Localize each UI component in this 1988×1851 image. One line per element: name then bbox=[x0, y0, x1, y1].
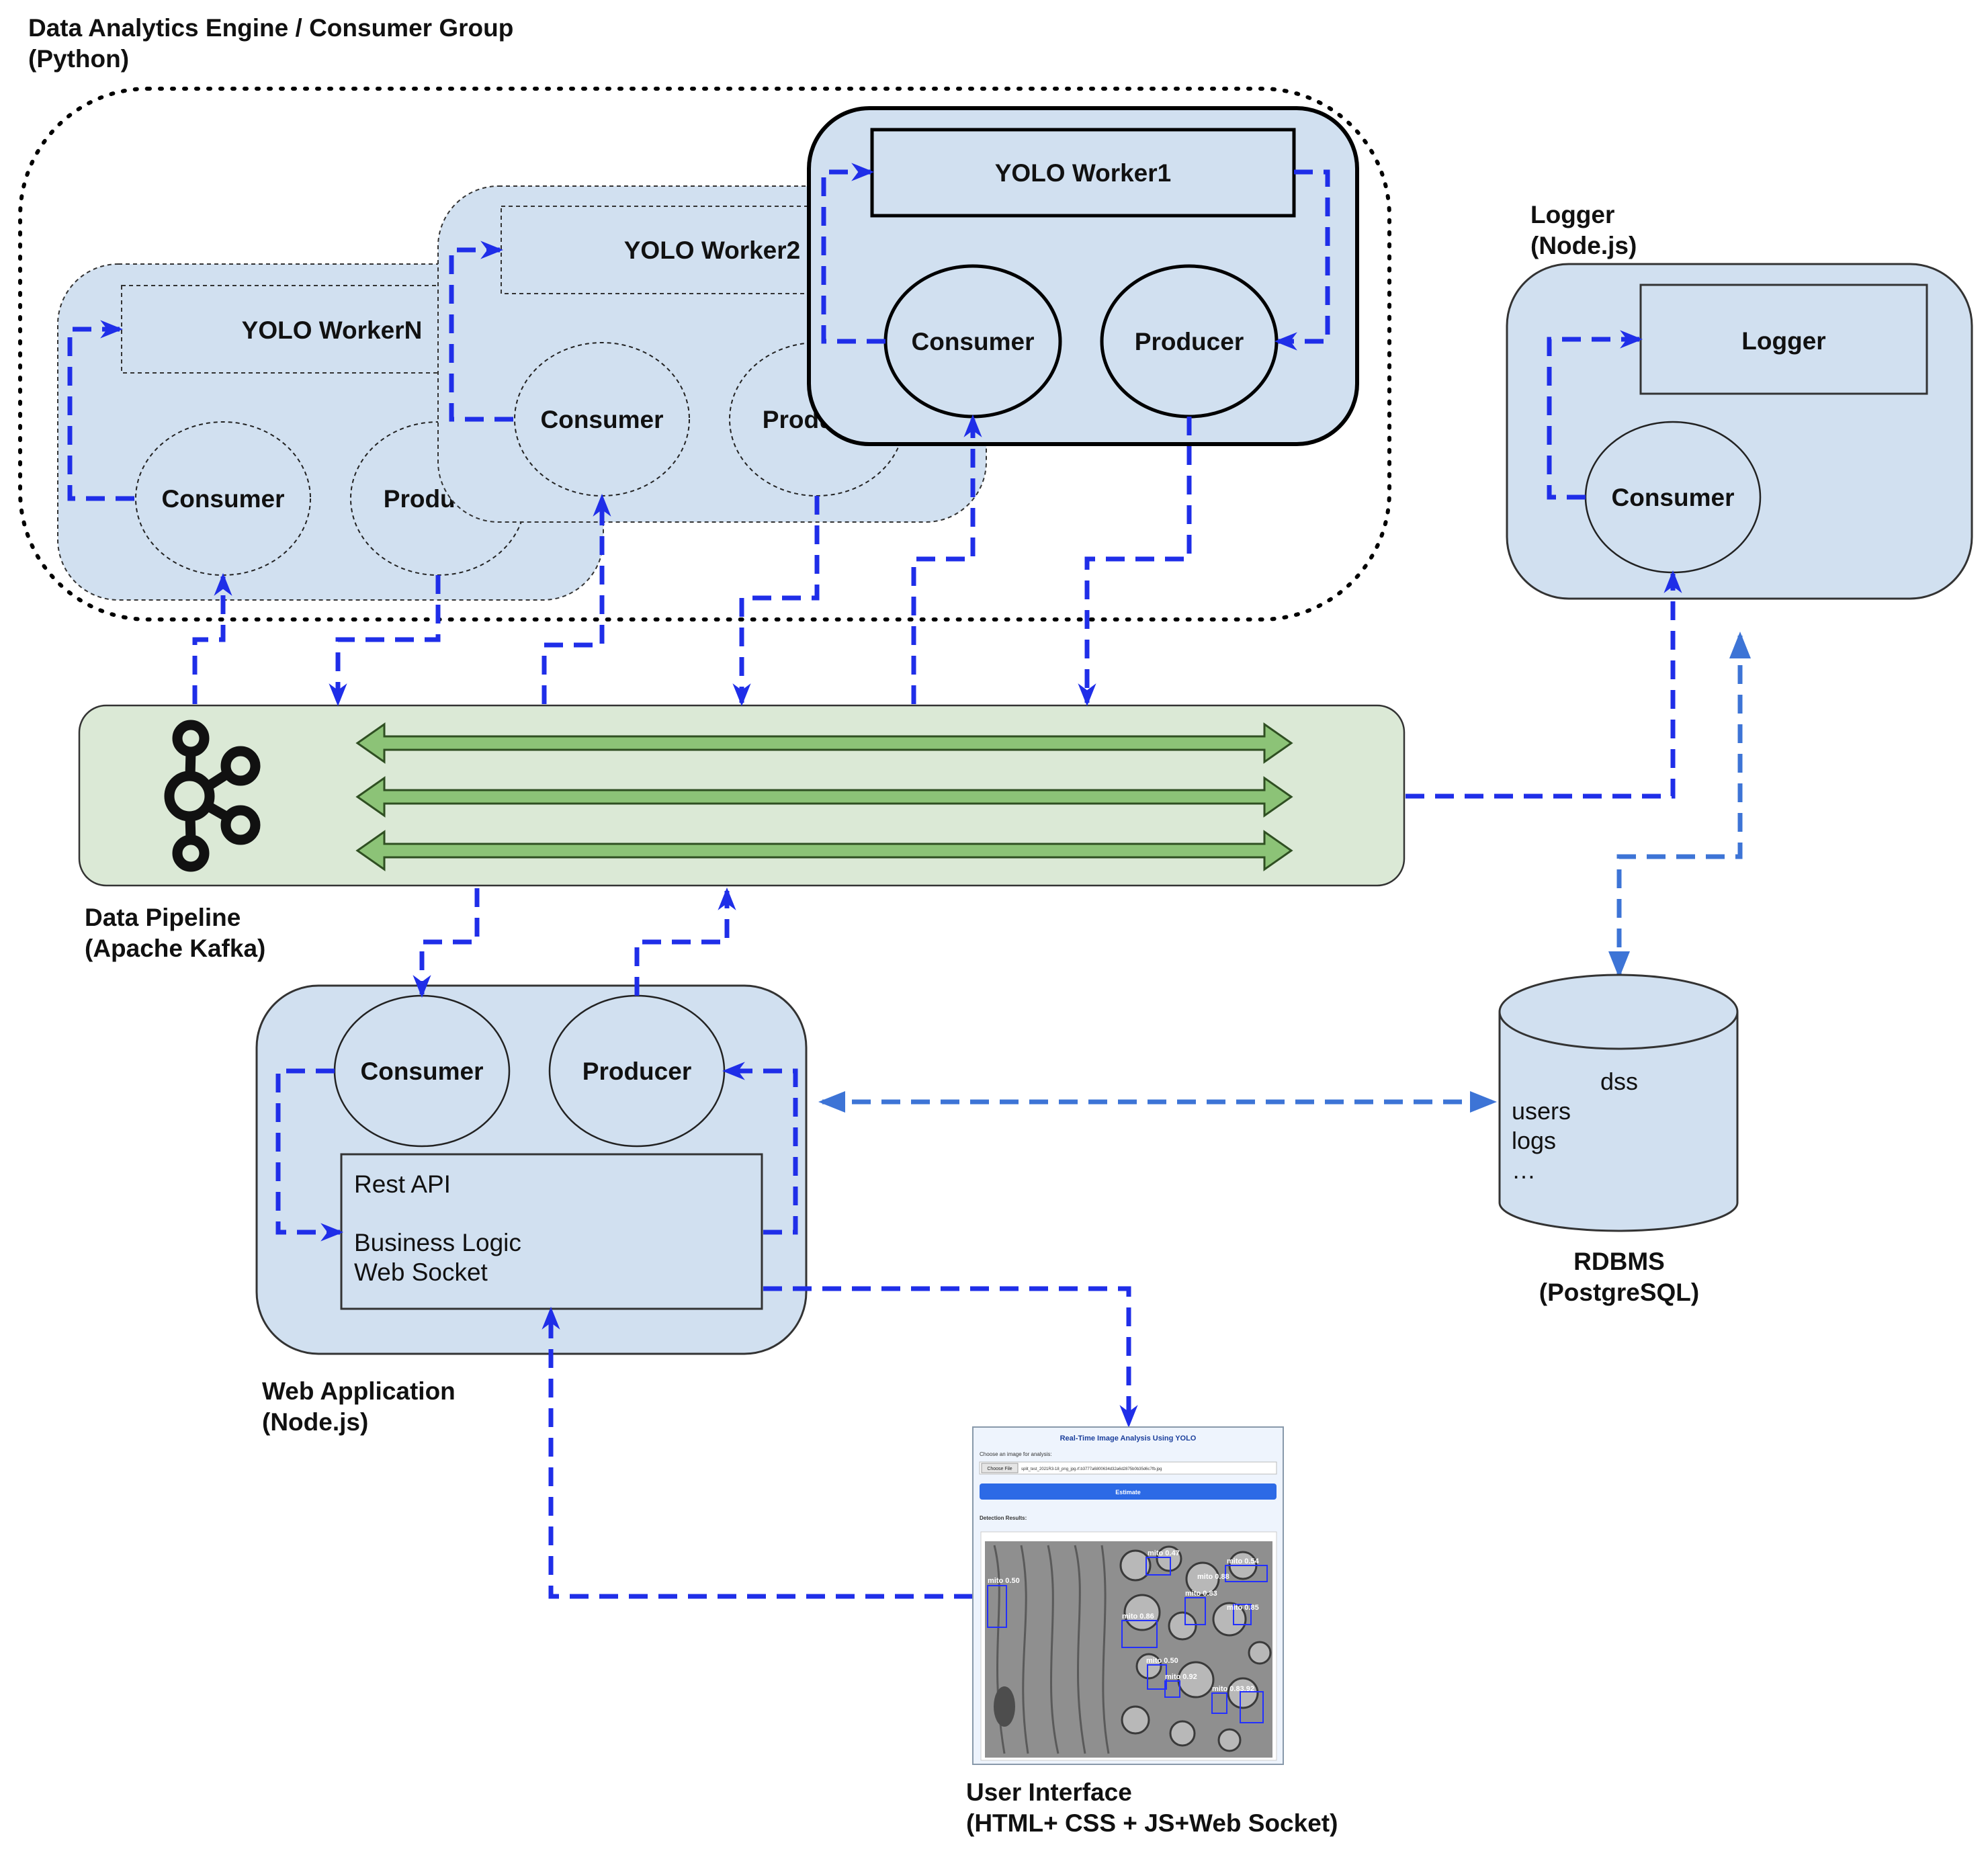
webapp-title: Web Application bbox=[262, 1377, 456, 1405]
ui-screenshot-choose-label: Choose an image for analysis: bbox=[980, 1451, 1052, 1457]
kafka-to-worker-1-consumer-flow bbox=[911, 414, 982, 704]
worker-2-title: YOLO Worker2 bbox=[624, 236, 801, 264]
ui-screenshot-estimate-button bbox=[980, 1483, 1277, 1500]
detection-label: mito 0.47 bbox=[1148, 1549, 1180, 1557]
database-table-3: … bbox=[1512, 1156, 1536, 1184]
ui-subtitle: (HTML+ CSS + JS+Web Socket) bbox=[966, 1809, 1338, 1837]
webapp-producer-to-kafka-flow bbox=[634, 887, 736, 996]
worker-1-yolo-to-producer-flow bbox=[1274, 169, 1330, 351]
webapp-consumer-to-api-flow bbox=[275, 1068, 344, 1242]
ui-screenshot-file-input bbox=[979, 1461, 1277, 1475]
webapp-api-line-3: Web Socket bbox=[354, 1258, 488, 1286]
logger-title: Logger bbox=[1530, 201, 1614, 228]
worker-n-title: YOLO WorkerN bbox=[242, 316, 423, 344]
database-table-1: users bbox=[1512, 1097, 1571, 1125]
worker-1-producer-to-kafka-flow bbox=[1078, 417, 1192, 707]
worker-1-consumer-label: Consumer bbox=[912, 328, 1035, 355]
worker-1-card: YOLO Worker1 Consumer Producer bbox=[807, 106, 1359, 446]
topic-arrow-3 bbox=[355, 830, 1293, 871]
ui-to-webapp-flow bbox=[542, 1306, 973, 1599]
detection-label: mito 0.88 bbox=[1197, 1573, 1229, 1581]
kafka-to-logger-flow bbox=[1406, 570, 1682, 799]
database-cylinder: dss users logs … bbox=[1498, 974, 1739, 1232]
detection-label: mito 0.83 bbox=[1185, 1590, 1217, 1598]
ui-screenshot-file-name: split_test_2021R3-18_png_jpg.rf.b3777a68… bbox=[1021, 1467, 1162, 1471]
detection-label: mito 0.86 bbox=[1122, 1612, 1154, 1621]
microscopy-image bbox=[985, 1541, 1272, 1758]
ui-screenshot-heading: Real-Time Image Analysis Using YOLO bbox=[1060, 1434, 1197, 1443]
logger-card: Logger Consumer bbox=[1506, 263, 1973, 600]
engine-group-subtitle: (Python) bbox=[28, 45, 129, 73]
detection-label: mito 0.50 bbox=[1146, 1657, 1178, 1665]
kafka-logo-icon bbox=[164, 720, 261, 872]
detection-label: mito 0.92 bbox=[1165, 1673, 1197, 1681]
logger-internal-flow bbox=[1547, 330, 1643, 500]
webapp-api-box bbox=[340, 1153, 763, 1310]
detection-label: mito 0.50 bbox=[988, 1577, 1020, 1585]
logger-consumer-label: Consumer bbox=[1612, 484, 1735, 511]
webapp-card: Consumer Producer Rest API Business Logi… bbox=[255, 984, 808, 1355]
kafka-topic-arrows bbox=[355, 722, 1293, 871]
database-name: dss bbox=[1600, 1068, 1638, 1095]
ui-screenshot-results-label: Detection Results: bbox=[980, 1515, 1027, 1521]
database-title: RDBMS bbox=[1573, 1248, 1665, 1275]
worker-2-consumer-label: Consumer bbox=[541, 406, 664, 433]
detection-boxes bbox=[987, 1557, 1268, 1723]
logger-db-flow bbox=[1608, 632, 1751, 978]
detection-label: mito 0.85 bbox=[1227, 1604, 1259, 1612]
logger-subtitle: (Node.js) bbox=[1530, 232, 1637, 259]
webapp-api-line-2: Business Logic bbox=[354, 1229, 521, 1256]
pipeline-title: Data Pipeline bbox=[85, 904, 241, 931]
ui-screenshot: Real-Time Image Analysis Using YOLO Choo… bbox=[972, 1426, 1284, 1765]
ui-title: User Interface bbox=[966, 1778, 1132, 1806]
detection-label: mito 0.54 bbox=[1227, 1557, 1260, 1565]
pipeline-subtitle: (Apache Kafka) bbox=[85, 935, 265, 962]
logger-box-label: Logger bbox=[1741, 327, 1825, 355]
webapp-consumer-label: Consumer bbox=[361, 1058, 484, 1085]
database-table-2: logs bbox=[1512, 1127, 1556, 1154]
ui-screenshot-estimate-label: Estimate bbox=[1115, 1489, 1141, 1496]
webapp-producer-label: Producer bbox=[582, 1058, 691, 1085]
kafka-to-webapp-consumer-flow bbox=[413, 888, 480, 998]
engine-group-title: Data Analytics Engine / Consumer Group bbox=[28, 14, 513, 42]
worker-n-consumer-label: Consumer bbox=[162, 485, 285, 513]
webapp-subtitle: (Node.js) bbox=[262, 1408, 368, 1436]
worker-1-producer-label: Producer bbox=[1135, 328, 1244, 355]
worker-2-title-box bbox=[501, 206, 865, 294]
kafka-to-worker-2-consumer-flow bbox=[542, 493, 611, 704]
worker-n-title-box bbox=[121, 285, 458, 374]
database-subtitle: (PostgreSQL) bbox=[1539, 1279, 1699, 1306]
engine-group-boundary bbox=[18, 87, 1391, 621]
ui-screenshot-file-button-label: Choose File bbox=[987, 1467, 1012, 1471]
worker-n-producer-to-kafka-flow bbox=[329, 575, 441, 707]
webapp-api-line-1: Rest API bbox=[354, 1170, 451, 1198]
topic-arrow-2 bbox=[355, 776, 1293, 818]
worker-1-title: YOLO Worker1 bbox=[995, 159, 1172, 187]
worker-n-internal-flow bbox=[67, 320, 134, 501]
ui-screenshot-file-button bbox=[981, 1463, 1019, 1473]
worker-2-producer-to-kafka-flow bbox=[732, 496, 820, 707]
topic-arrow-1 bbox=[355, 722, 1293, 764]
detection-label: mito 0.83.92 bbox=[1212, 1685, 1254, 1693]
worker-1-consumer-to-yolo-flow bbox=[821, 163, 885, 344]
webapp-api-to-producer-flow bbox=[722, 1062, 798, 1235]
worker-2-internal-flow bbox=[449, 241, 513, 422]
kafka-to-worker-n-consumer-flow bbox=[192, 572, 232, 704]
webapp-to-ui-flow bbox=[763, 1286, 1138, 1428]
